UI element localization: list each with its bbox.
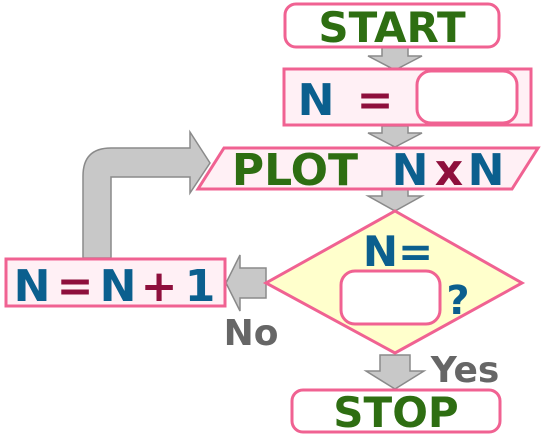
increment-one: 1 — [185, 261, 216, 312]
decision-question-mark: ? — [446, 278, 469, 324]
assign-variable: N — [298, 75, 335, 126]
arrow-decision-to-stop — [363, 354, 427, 390]
plot-n-right: N — [468, 145, 505, 196]
increment-plus: + — [141, 261, 178, 312]
branch-no-label: No — [224, 313, 279, 354]
stop-terminal — [290, 388, 502, 434]
plot-word: PLOT — [232, 145, 358, 196]
assign-equals: = — [357, 75, 394, 126]
plot-io-box — [195, 146, 541, 191]
decision-condition: N= — [363, 227, 433, 276]
assign-value-blank[interactable] — [415, 69, 519, 125]
branch-yes-label: Yes — [430, 350, 500, 391]
stop-label: STOP — [333, 388, 458, 437]
plot-n-left: N — [392, 145, 429, 196]
arrow-loop-back-to-plot — [82, 129, 211, 259]
plot-times: x — [435, 145, 463, 196]
increment-box — [4, 257, 227, 308]
increment-n-left: N — [14, 261, 51, 312]
start-label: START — [318, 3, 466, 52]
increment-equals: = — [57, 261, 94, 312]
arrow-assign-to-plot — [367, 125, 423, 148]
increment-n-right: N — [100, 261, 137, 312]
arrow-decision-to-increment — [225, 254, 267, 312]
decision-value-blank[interactable] — [339, 269, 442, 326]
start-terminal — [283, 2, 501, 49]
